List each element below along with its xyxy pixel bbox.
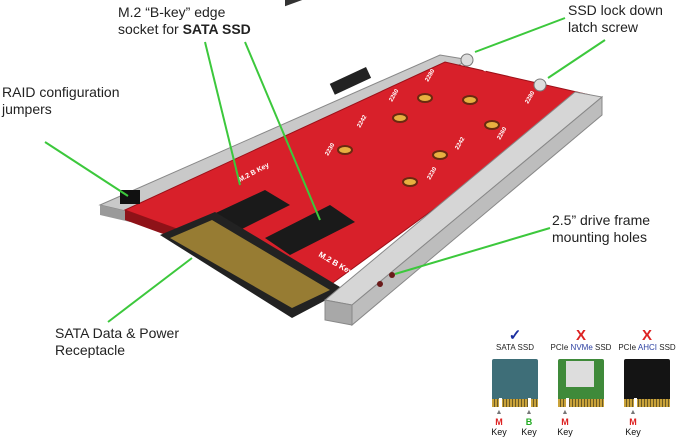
ahci-ssd-image [624, 359, 670, 407]
label-line: Receptacle [55, 342, 126, 358]
arrow-sata [107, 257, 193, 323]
right-rail-end [324, 299, 353, 326]
label-line: latch screw [568, 19, 639, 35]
ssd-standoff-holes [337, 93, 500, 187]
arrow-screw-2 [547, 39, 606, 79]
label-sata-receptacle: SATA Data & Power Receptacle [55, 325, 179, 359]
label-line: jumpers [2, 101, 52, 117]
label-raid-jumpers: RAID configuration jumpers [2, 84, 120, 118]
label-m2-socket: M.2 “B-key” edge socket for SATA SSD [118, 4, 251, 38]
mounting-hole [377, 281, 383, 287]
ssd-type-label: PCIe NVMe SSD [550, 343, 612, 352]
label-line: RAID configuration [2, 84, 120, 100]
arrow-frame [394, 227, 551, 275]
arrow-raid [44, 141, 129, 197]
m2-socket [265, 205, 355, 255]
nvme-ssd-image [558, 359, 604, 407]
check-icon: ✓ [508, 327, 522, 344]
latch-screw [533, 78, 547, 92]
label-line: mounting holes [552, 229, 647, 245]
sata-ssd-image [492, 359, 538, 407]
sata-pins [170, 220, 330, 308]
label-text: socket for [118, 21, 183, 37]
left-rail-side [100, 205, 130, 222]
label-line: SATA Data & Power [55, 325, 179, 341]
label-line: socket for SATA SSD [118, 21, 251, 38]
ssd-type-label: PCIe AHCI SSD [618, 343, 676, 352]
inductor-component [285, 0, 315, 7]
latch-screw [460, 53, 474, 67]
arrow-screw-1 [474, 17, 566, 53]
label-line: SSD lock down [568, 2, 663, 18]
label-latch-screw: SSD lock down latch screw [568, 2, 663, 36]
arrow-socket-left [204, 41, 241, 186]
chip-component [329, 67, 372, 95]
label-line: M.2 “B-key” edge [118, 4, 226, 20]
ssd-type-label: SATA SSD [496, 343, 534, 352]
label-mounting-holes: 2.5” drive frame mounting holes [552, 212, 650, 246]
mounting-hole [389, 272, 395, 278]
label-line: 2.5” drive frame [552, 212, 651, 228]
label-bold-text: SATA SSD [182, 21, 251, 37]
x-icon: X [575, 327, 586, 344]
arrow-socket-right [244, 41, 321, 221]
x-icon: X [641, 327, 652, 344]
